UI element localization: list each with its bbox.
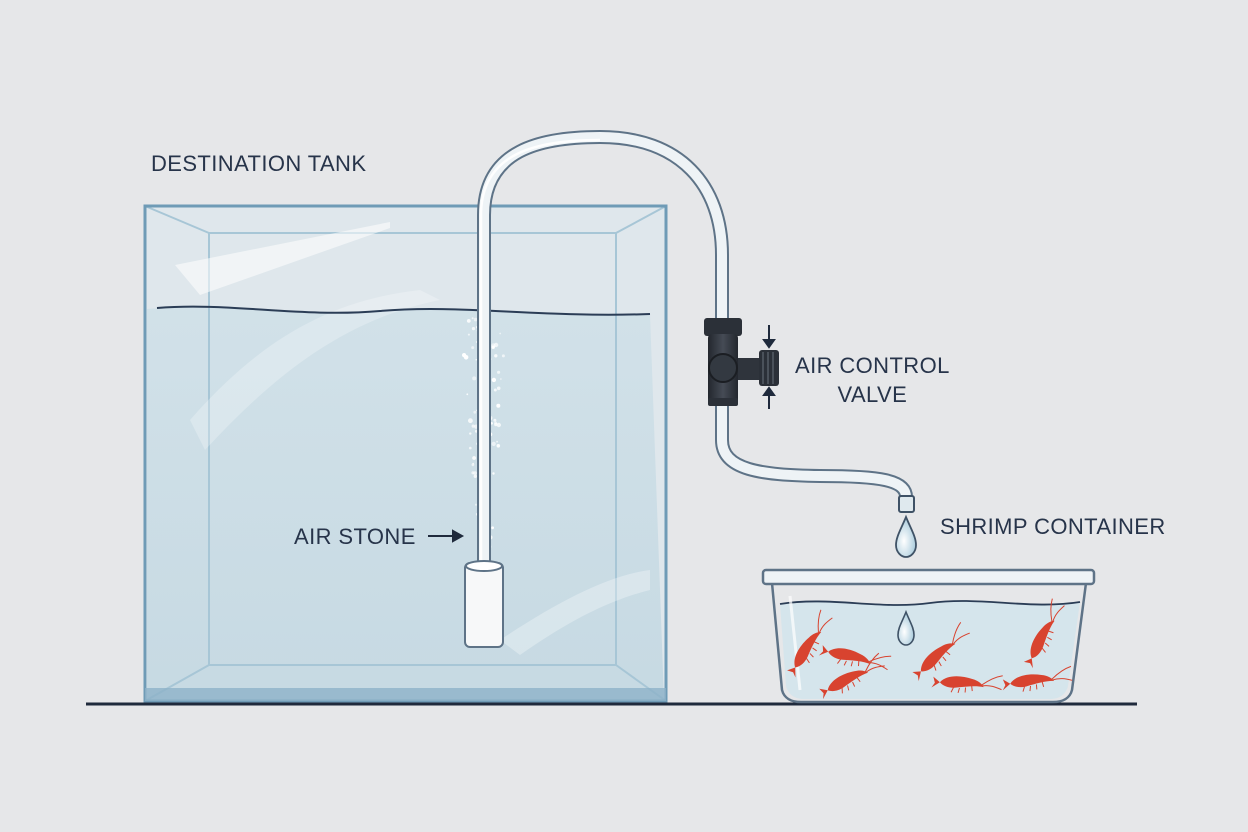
container-rim xyxy=(761,568,1096,586)
water-drop xyxy=(897,609,915,646)
air-bubble xyxy=(474,503,478,506)
destination-tank xyxy=(143,204,668,703)
destination-tank-label: DESTINATION TANK xyxy=(151,151,367,176)
air-control-valve xyxy=(704,318,779,406)
tank-base xyxy=(145,688,666,701)
air-bubble xyxy=(471,327,476,331)
air-bubble xyxy=(471,424,475,428)
air-stone-arrow xyxy=(428,529,465,543)
air-bubble xyxy=(497,370,501,374)
water-surface xyxy=(156,305,651,316)
air-bubble xyxy=(472,376,477,381)
tank-edge xyxy=(144,205,210,234)
air-bubble xyxy=(475,358,478,361)
air-bubble xyxy=(472,456,476,460)
air-bubble xyxy=(496,440,498,443)
air-bubble xyxy=(494,354,498,358)
air-bubble xyxy=(467,333,470,336)
shrimp xyxy=(787,609,833,678)
container-highlight xyxy=(788,595,802,691)
air-bubble xyxy=(499,332,502,335)
container-body xyxy=(770,581,1088,704)
shrimp-group xyxy=(787,598,1073,700)
air-bubble xyxy=(496,403,501,408)
air-bubble xyxy=(500,378,502,380)
shrimp xyxy=(1023,598,1065,669)
air-bubble xyxy=(496,422,501,428)
glass-reflection xyxy=(500,570,650,655)
air-bubble xyxy=(494,421,498,425)
air-tubing-shine xyxy=(479,138,601,560)
container-water-surface xyxy=(779,600,1081,606)
shrimp xyxy=(1002,665,1073,692)
air-stone-label: AIR STONE xyxy=(294,524,416,549)
air-bubble xyxy=(491,441,496,446)
air-bubble xyxy=(469,432,472,435)
air-bubble xyxy=(473,317,478,322)
air-bubble xyxy=(466,319,471,323)
shrimp-container xyxy=(761,568,1096,704)
shrimp-container-label: SHRIMP CONTAINER xyxy=(940,514,1166,539)
glass-reflection xyxy=(190,290,440,450)
tank-water xyxy=(147,307,664,700)
glass-highlight xyxy=(175,222,390,295)
air-bubble xyxy=(496,386,501,391)
shrimp xyxy=(819,652,885,700)
air-bubble xyxy=(473,471,477,475)
air-bubble xyxy=(471,346,475,350)
air-bubble xyxy=(496,444,501,448)
air-bubble xyxy=(492,472,495,475)
valve-knob[interactable] xyxy=(759,350,779,386)
tank-inner-back xyxy=(208,232,617,666)
air-bubble xyxy=(491,345,495,349)
air-bubble xyxy=(468,418,473,424)
outlet-tubing-fill xyxy=(717,400,911,502)
air-bubble xyxy=(466,393,469,396)
air-bubble xyxy=(493,388,497,392)
shrimp xyxy=(931,675,1003,694)
air-tubing-fill xyxy=(479,131,727,570)
air-bubble xyxy=(472,462,475,465)
air-control-valve-label-line1: AIR CONTROL xyxy=(795,353,950,378)
tube-nozzle xyxy=(898,495,915,513)
air-bubble xyxy=(491,526,494,530)
air-bubble xyxy=(501,354,505,358)
air-bubble xyxy=(473,410,477,414)
air-bubble xyxy=(493,418,497,422)
valve-adjust-arrows xyxy=(762,325,776,409)
air-control-valve-label-line2: VALVE xyxy=(837,382,908,407)
air-control-valve-label: AIR CONTROL VALVE xyxy=(795,351,950,409)
tank-edge xyxy=(615,205,667,234)
shrimp xyxy=(912,622,970,682)
air-bubble xyxy=(469,446,472,450)
air-bubble xyxy=(473,474,477,478)
shrimp xyxy=(818,645,892,671)
water-drop xyxy=(895,514,917,558)
air-stone xyxy=(464,560,504,648)
air-bubble xyxy=(491,377,497,383)
air-bubble xyxy=(471,317,474,320)
air-bubble xyxy=(462,353,467,358)
